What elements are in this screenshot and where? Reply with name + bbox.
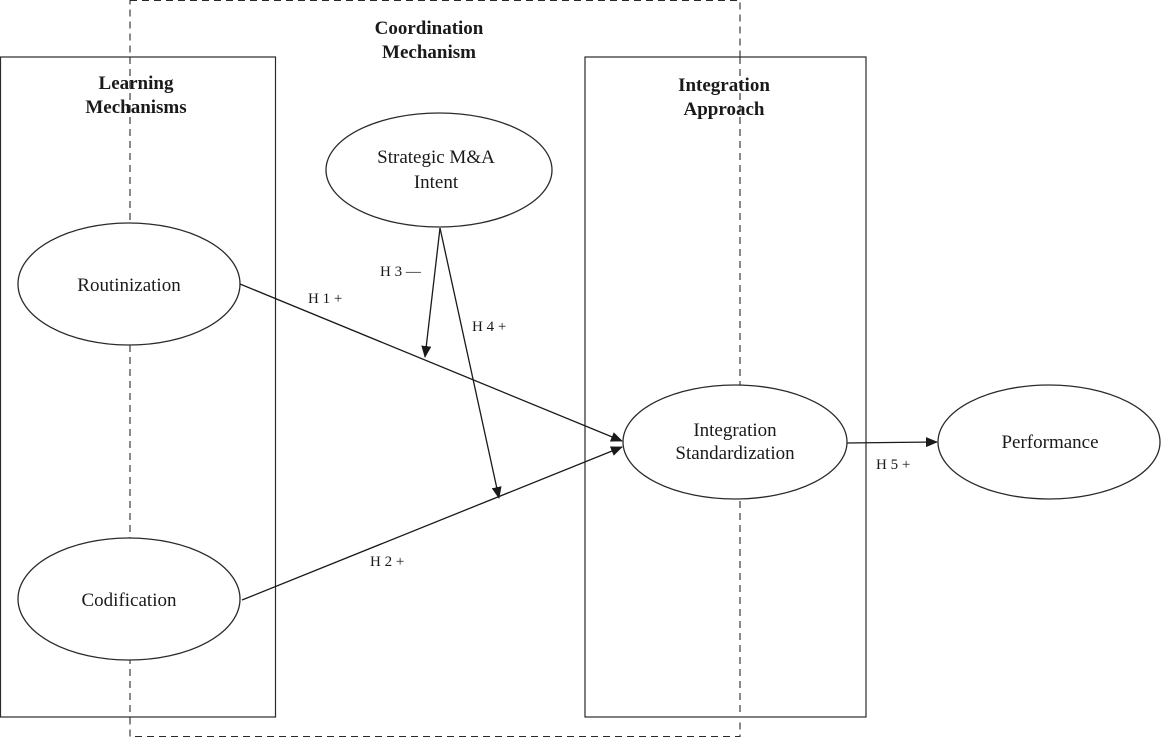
performance-label: Performance xyxy=(1001,432,1098,453)
h3-arrow xyxy=(421,227,441,358)
learning-title-line1: Learning xyxy=(99,73,174,94)
routinization-label: Routinization xyxy=(77,275,181,296)
h1-arrow xyxy=(239,283,623,442)
strategic-intent-label-line1: Strategic M&A xyxy=(377,147,495,168)
routinization-node: Routinization xyxy=(17,222,241,346)
h3-label: H 3 — xyxy=(380,264,422,280)
h2-label: H 2 + xyxy=(370,554,404,570)
coordination-title-line2: Mechanism xyxy=(382,42,476,63)
learning-title-line2: Mechanisms xyxy=(85,97,186,118)
standardization-label-line1: Integration xyxy=(693,420,777,441)
codification-node: Codification xyxy=(17,537,241,661)
codification-label: Codification xyxy=(82,590,177,611)
integration-title-line1: Integration xyxy=(678,75,770,96)
performance-node: Performance xyxy=(937,384,1161,500)
coordination-title-line1: Coordination xyxy=(375,18,484,39)
h4-arrow xyxy=(439,227,502,499)
strategic-intent-node: Strategic M&A Intent xyxy=(325,112,553,228)
standardization-label-line2: Standardization xyxy=(675,443,795,464)
strategic-intent-label-line2: Intent xyxy=(414,172,459,193)
h5-arrow xyxy=(845,437,938,448)
h5-label: H 5 + xyxy=(876,457,910,473)
h1-label: H 1 + xyxy=(308,291,342,307)
h4-label: H 4 + xyxy=(472,319,506,335)
h2-arrow xyxy=(241,446,623,601)
integration-standardization-node: Integration Standardization xyxy=(622,384,848,500)
integration-title-line2: Approach xyxy=(684,99,765,120)
